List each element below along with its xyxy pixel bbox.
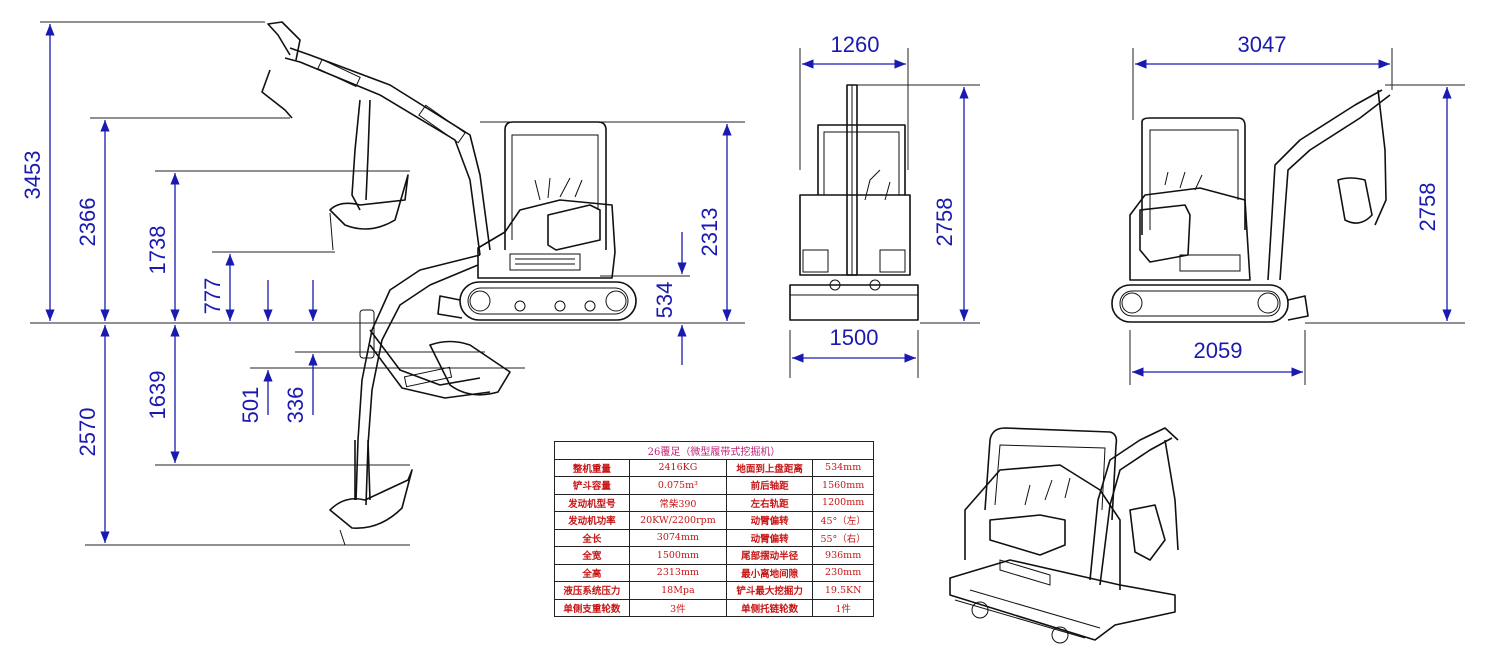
spec-label: 动臂偏转 [726, 528, 814, 547]
spec-label: 前后轴距 [726, 476, 814, 495]
dim-height-777: 777 [200, 278, 225, 315]
spec-value: 230mm [812, 563, 874, 582]
spec-label: 左右轨距 [726, 493, 814, 512]
spec-value: 3074mm [628, 528, 728, 547]
dim-depth-336: 336 [283, 387, 308, 424]
table-row: 全高 2313mm 最小离地间隙 230mm [554, 563, 874, 582]
dim-height-3453: 3453 [20, 151, 45, 200]
spec-label: 动臂偏转 [726, 511, 814, 530]
spec-label: 全长 [554, 528, 630, 547]
spec-value: 2416KG [628, 458, 728, 477]
spec-value: 1200mm [812, 493, 874, 512]
spec-label: 发动机型号 [554, 493, 630, 512]
spec-label: 液压系统压力 [554, 581, 630, 600]
spec-value: 45°（左） [812, 511, 874, 530]
table-row: 全长 3074mm 动臂偏转 55°（右） [554, 528, 874, 547]
spec-value: 1560mm [812, 476, 874, 495]
table-row: 发动机功率 20KW/2200rpm 动臂偏转 45°（左） [554, 511, 874, 530]
dim-height-1738: 1738 [145, 226, 170, 275]
side-view: 3453 2366 1738 777 2313 534 2570 1639 50… [20, 21, 745, 546]
spec-value: 20KW/2200rpm [628, 511, 728, 530]
table-row: 液压系统压力 18Mpa 铲斗最大挖掘力 19.5KN [554, 581, 874, 600]
spec-value: 1件 [812, 598, 874, 617]
spec-value: 2313mm [628, 563, 728, 582]
spec-label: 发动机功率 [554, 511, 630, 530]
spec-label: 整机重量 [554, 458, 630, 477]
dim-depth-501: 501 [238, 387, 263, 424]
excavator-side-drawing [261, 21, 637, 546]
table-row: 单侧支重轮数 3件 单侧托链轮数 1件 [554, 598, 874, 617]
spec-value: 19.5KN [812, 581, 874, 600]
dim-height-2313: 2313 [697, 208, 722, 257]
front-height: 2758 [932, 198, 957, 247]
dim-depth-2570: 2570 [75, 408, 100, 457]
excavator-rear-drawing [1111, 89, 1391, 323]
spec-label: 单侧支重轮数 [554, 598, 630, 617]
rear-view: 3047 2758 2059 [1111, 32, 1465, 385]
dim-depth-1639: 1639 [145, 371, 170, 420]
spec-label: 全高 [554, 563, 630, 582]
front-width-bottom: 1500 [830, 325, 879, 350]
spec-label: 最小离地间隙 [726, 563, 814, 582]
spec-value: 常柴390 [628, 493, 728, 512]
dim-height-534: 534 [652, 282, 677, 319]
spec-label: 全宽 [554, 546, 630, 565]
rear-width-bottom: 2059 [1194, 338, 1243, 363]
table-row: 铲斗容量 0.075m³ 前后轴距 1560mm [554, 476, 874, 495]
isometric-view [949, 427, 1179, 644]
rear-width-top: 3047 [1238, 32, 1287, 57]
spec-label: 铲斗最大挖掘力 [726, 581, 814, 600]
excavator-front-drawing [789, 84, 919, 321]
spec-label: 地面到上盘距离 [726, 458, 814, 477]
table-row: 全宽 1500mm 尾部摆动半径 936mm [554, 546, 874, 565]
spec-value: 936mm [812, 546, 874, 565]
spec-value: 3件 [628, 598, 728, 617]
spec-value: 534mm [812, 458, 874, 477]
spec-value: 55°（右） [812, 528, 874, 547]
table-row: 整机重量 2416KG 地面到上盘距离 534mm [554, 458, 874, 477]
spec-value: 1500mm [628, 546, 728, 565]
spec-table: 26覆足（微型履带式挖掘机） 整机重量 2416KG 地面到上盘距离 534mm… [554, 441, 874, 617]
front-width-top: 1260 [831, 32, 880, 57]
spec-label: 单侧托链轮数 [726, 598, 814, 617]
spec-value: 0.075m³ [628, 476, 728, 495]
spec-label: 尾部摆动半径 [726, 546, 814, 565]
front-view: 1260 2758 1500 [789, 32, 980, 378]
spec-label: 铲斗容量 [554, 476, 630, 495]
dim-height-2366: 2366 [75, 198, 100, 247]
rear-height: 2758 [1415, 183, 1440, 232]
table-row: 发动机型号 常柴390 左右轨距 1200mm [554, 493, 874, 512]
spec-table-title: 26覆足（微型履带式挖掘机） [554, 441, 874, 460]
spec-value: 18Mpa [628, 581, 728, 600]
spec-table-title-row: 26覆足（微型履带式挖掘机） [554, 441, 874, 460]
